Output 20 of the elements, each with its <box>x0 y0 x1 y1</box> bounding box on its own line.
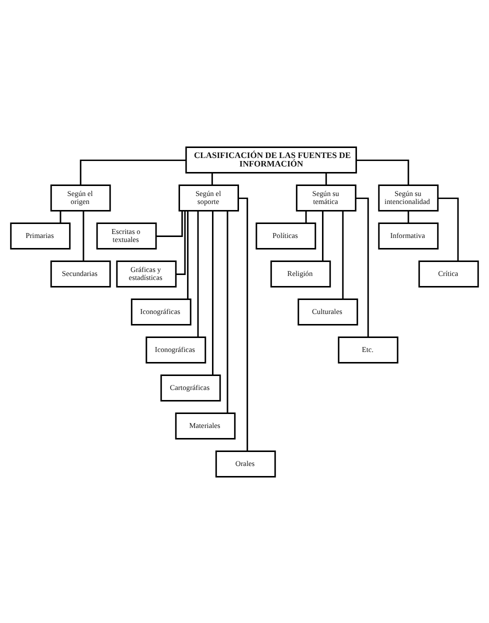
connector <box>197 210 199 337</box>
connector <box>60 210 62 223</box>
connector <box>187 210 189 299</box>
connector <box>438 197 459 261</box>
connector <box>176 210 186 275</box>
connector <box>156 210 183 237</box>
connector <box>356 159 410 185</box>
connector <box>212 210 214 375</box>
connector <box>82 210 84 261</box>
connector <box>226 210 228 413</box>
node-box: CLASIFICACIÓN DE LAS FUENTES DE INFORMACIÓN <box>185 146 357 174</box>
connector <box>408 210 410 223</box>
connector <box>342 210 344 299</box>
connector <box>80 159 186 185</box>
connector <box>211 172 213 185</box>
connector <box>322 210 324 261</box>
connector <box>325 172 327 185</box>
connector <box>238 197 248 451</box>
connector <box>305 210 307 223</box>
connector <box>356 197 369 337</box>
